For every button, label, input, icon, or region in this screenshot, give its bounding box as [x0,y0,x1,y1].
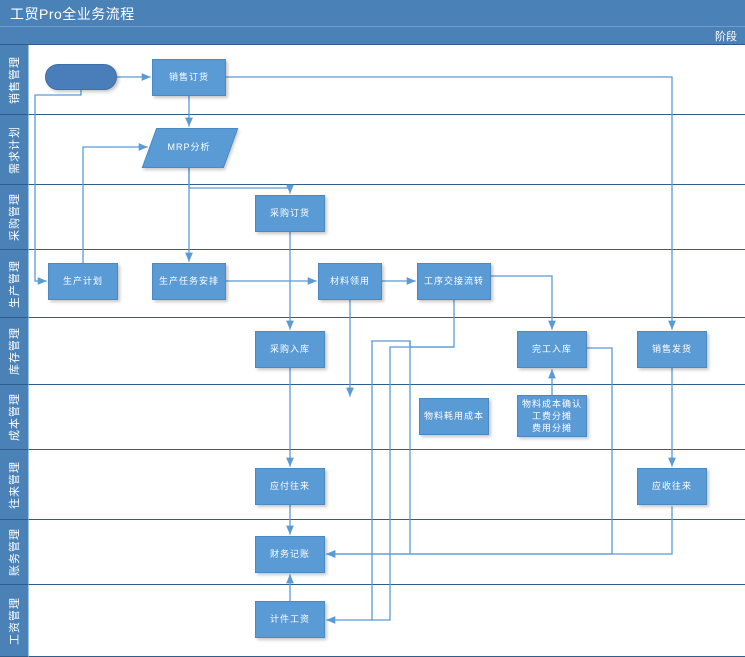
swimlane-inventory[interactable]: 库存管理 [0,318,745,385]
swimlane-label-ar-ap: 往来管理 [9,460,21,509]
node-prod-plan[interactable]: 生产计划 [48,263,118,300]
node-purchase-receipt[interactable]: 采购入库 [255,331,325,368]
node-label-piece-wage: 计件工资 [269,614,310,625]
swimlane-demand-plan[interactable]: 需求计划 [0,115,745,185]
swimlane-payroll[interactable]: 工资管理 [0,585,745,657]
node-sales-delivery[interactable]: 销售发货 [637,331,707,368]
swimlane-costing[interactable]: 成本管理 [0,385,745,450]
swimlane-label-payroll: 工资管理 [9,596,21,645]
node-material-cost[interactable]: 物料耗用成本 [419,398,489,435]
node-label-material-cost: 物料耗用成本 [423,411,484,422]
node-purchase-order[interactable]: 采购订货 [255,195,325,232]
node-label-receivable: 应收往来 [651,481,692,492]
swimlane-header-sales[interactable]: 销售管理 [0,45,28,115]
node-label-payable: 应付往来 [269,481,310,492]
node-label-sales-order: 销售订货 [168,72,209,83]
node-process-handover[interactable]: 工序交接流转 [417,263,491,300]
node-finished-receipt[interactable]: 完工入库 [517,331,587,368]
swimlane-header-ar-ap[interactable]: 往来管理 [0,450,28,520]
page-title: 工贸Pro全业务流程 [10,6,135,22]
swimlane-body-payroll [28,585,745,657]
node-label-bookkeeping: 财务记账 [269,549,310,560]
node-payable[interactable]: 应付往来 [255,468,325,505]
node-label-prod-task: 生产任务安排 [158,276,219,287]
swimlane-label-purchasing: 采购管理 [9,193,21,241]
node-material-issue[interactable]: 材料领用 [318,263,382,300]
node-cost-confirm[interactable]: 物料成本确认 工费分摊 费用分摊 [517,395,587,437]
node-label-sales-delivery: 销售发货 [651,344,692,355]
swimlane-body-accounting [28,520,745,585]
swimlane-body-sales [28,45,745,115]
swimlane-label-accounting: 账务管理 [9,528,21,576]
swimlane-header-payroll[interactable]: 工资管理 [0,585,28,657]
swimlane-header-costing[interactable]: 成本管理 [0,385,28,450]
node-label-prod-plan: 生产计划 [62,276,103,287]
node-start[interactable] [45,64,117,90]
swimlane-label-costing: 成本管理 [9,393,21,441]
node-label-mrp: MRP分析 [167,141,211,152]
swimlane-accounting[interactable]: 账务管理 [0,520,745,585]
swimlane-header-accounting[interactable]: 账务管理 [0,520,28,585]
node-receivable[interactable]: 应收往来 [637,468,707,505]
title-band: 工贸Pro全业务流程 [0,0,745,27]
node-sales-order[interactable]: 销售订货 [152,59,226,96]
swimlane-label-inventory: 库存管理 [9,327,21,375]
node-label-purchase-receipt: 采购入库 [269,344,310,355]
node-label-finished-receipt: 完工入库 [531,344,572,355]
swimlane-header-purchasing[interactable]: 采购管理 [0,185,28,250]
node-bookkeeping[interactable]: 财务记账 [255,536,325,573]
node-label-process-handover: 工序交接流转 [423,276,484,287]
node-mrp[interactable]: MRP分析 [141,128,239,168]
swimlane-body-costing [28,385,745,450]
node-label-purchase-order: 采购订货 [269,208,310,219]
swimlane-body-demand-plan [28,115,745,185]
swimlane-ar-ap[interactable]: 往来管理 [0,450,745,520]
node-prod-task[interactable]: 生产任务安排 [152,263,226,300]
node-piece-wage[interactable]: 计件工资 [255,601,325,638]
swimlane-header-inventory[interactable]: 库存管理 [0,318,28,385]
node-label-cost-confirm: 物料成本确认 工费分摊 费用分摊 [521,398,582,434]
swimlane-body-purchasing [28,185,745,250]
swimlane-label-production: 生产管理 [9,259,21,308]
swimlane-header-production[interactable]: 生产管理 [0,250,28,318]
swimlane-label-demand-plan: 需求计划 [9,125,21,174]
swimlane-header-demand-plan[interactable]: 需求计划 [0,115,28,185]
phase-band: 阶段 [0,27,745,45]
swimlane-purchasing[interactable]: 采购管理 [0,185,745,250]
phase-label: 阶段 [715,31,737,43]
swimlane-label-sales: 销售管理 [9,55,21,104]
swimlane-body-production [28,250,745,318]
node-label-material-issue: 材料领用 [329,276,370,287]
